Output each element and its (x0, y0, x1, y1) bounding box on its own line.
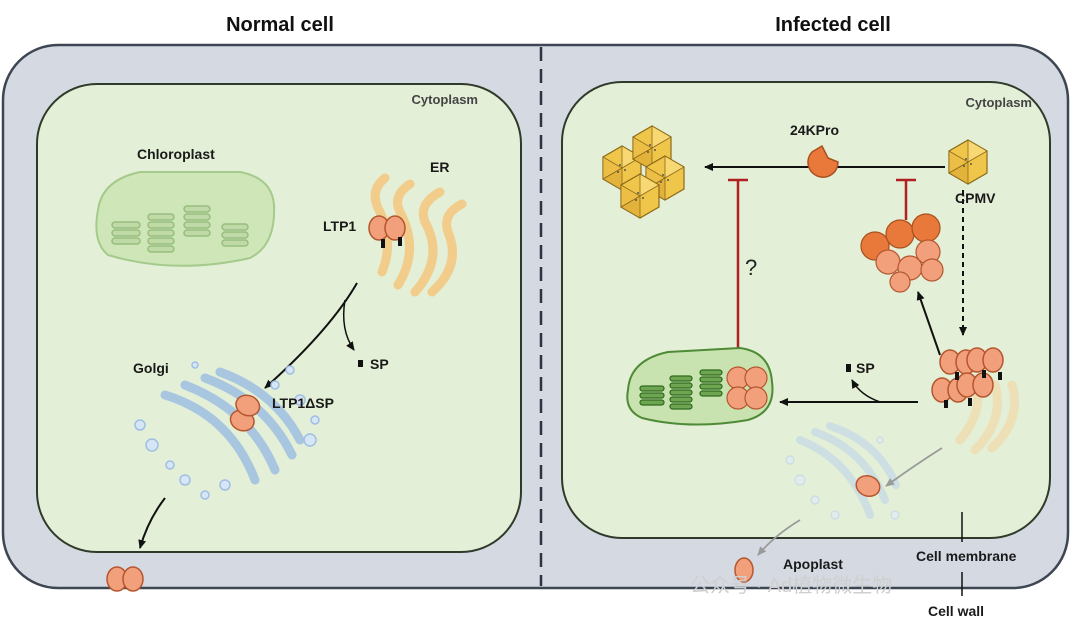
ltp1-24kpro-complex (860, 213, 944, 293)
cell-wall-label: Cell wall (928, 603, 984, 619)
golgi-right (796, 422, 900, 519)
24kpro-label: 24KPro (790, 122, 839, 138)
24kpro-protease (807, 144, 839, 178)
golgi-vesicles-left (134, 361, 320, 500)
cytoplasm-label-right: Cytoplasm (966, 95, 1032, 110)
sp-label-left: SP (370, 356, 389, 372)
ltp1-delta-sp-label: LTP1ΔSP (272, 395, 334, 411)
arrow-er-to-golgi-right (885, 447, 943, 487)
watermark-text: 公众号 · Ad植物微生物 (690, 574, 892, 597)
ltp1-golgi-right (855, 474, 881, 498)
golgi-vesicles-right (785, 436, 900, 520)
er-label: ER (430, 159, 449, 175)
cytoplasm-left (36, 83, 522, 553)
sp-fragment-right (846, 364, 851, 372)
cell-membrane-label: Cell membrane (916, 548, 1017, 564)
sp-fragment-left (358, 360, 363, 367)
secreted-ltp1-left (106, 566, 144, 592)
cytoplasm-label-left: Cytoplasm (412, 92, 478, 107)
arrow-secretion-right (757, 519, 801, 556)
inhibition-markers (728, 178, 916, 350)
chloroplast-infected (626, 346, 774, 426)
title-infected-cell: Infected cell (775, 14, 891, 36)
ltp1-cluster-right (931, 347, 1004, 408)
arrow-sp-cleavage-right (851, 379, 881, 403)
cpmv-label: CPMV (955, 190, 996, 206)
ltp1-label: LTP1 (323, 218, 356, 234)
er-left (370, 173, 467, 297)
chloroplast-label: Chloroplast (137, 146, 215, 162)
apoplast-label: Apoplast (783, 556, 843, 572)
arrow-sp-cleavage (342, 299, 355, 351)
golgi-label: Golgi (133, 360, 169, 376)
chloroplast-normal (95, 171, 276, 267)
ltp1-protein (368, 215, 406, 248)
sp-label-right: SP (856, 360, 875, 376)
arrow-to-complex (916, 291, 941, 356)
arrow-er-to-golgi (264, 282, 358, 389)
question-mark: ? (745, 255, 757, 280)
secreted-ltp1-right (734, 557, 754, 583)
title-normal-cell: Normal cell (226, 14, 334, 36)
arrow-secretion-left (138, 497, 166, 549)
